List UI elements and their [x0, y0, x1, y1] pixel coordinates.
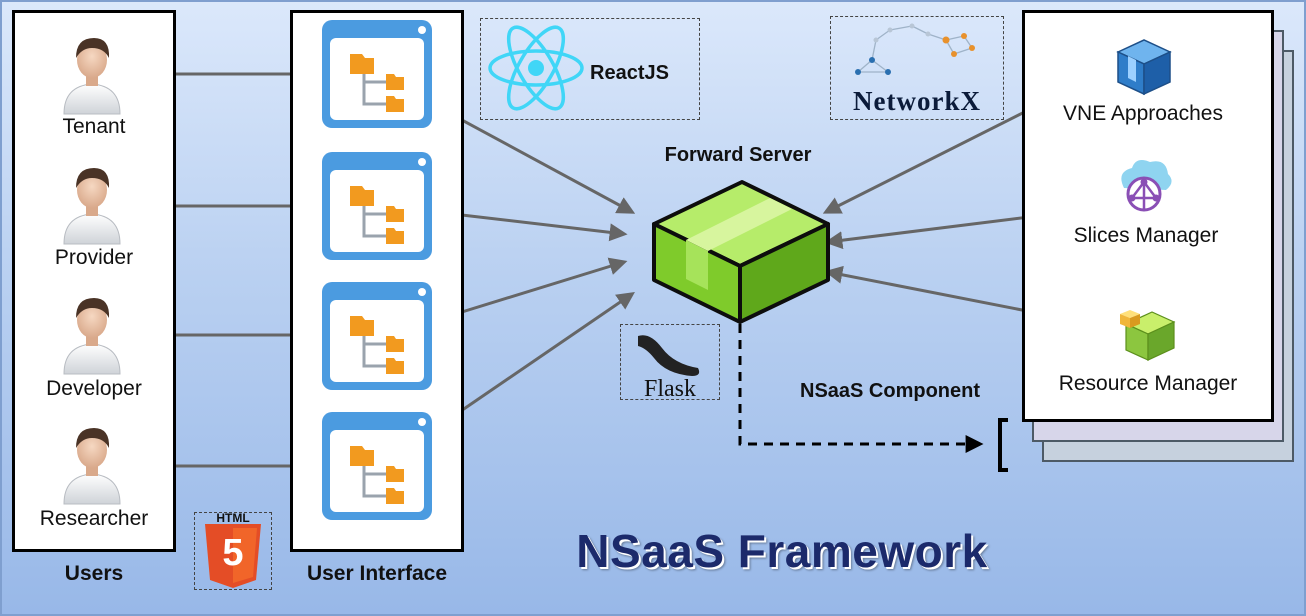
component-panel — [1022, 10, 1274, 422]
user-label-researcher: Researcher — [39, 507, 149, 530]
component-heading: NSaaS Component — [800, 380, 981, 402]
react-label: ReactJS — [590, 62, 669, 84]
arrow-ui4-server — [433, 291, 635, 431]
arrow-ui1-server — [432, 104, 636, 214]
ui-panel — [290, 10, 464, 552]
user-label-provider: Provider — [54, 246, 134, 269]
component-label-vne: VNE Approaches — [1063, 102, 1223, 125]
arrow-ui2-server — [432, 204, 628, 242]
react-logo-box — [480, 18, 700, 120]
forward-server-label: Forward Server — [664, 144, 812, 166]
flask-label: Flask — [643, 376, 696, 402]
users-heading: Users — [64, 562, 124, 585]
users-panel — [12, 10, 176, 552]
html-logo-text: HTML — [216, 511, 250, 525]
html5-logo-box — [194, 512, 272, 590]
arrow-server-component-dashed — [738, 324, 984, 453]
networkx-label: NetworkX — [853, 86, 981, 116]
framework-title: NSaaS Framework — [576, 525, 988, 577]
ui-heading: User Interface — [306, 562, 448, 585]
arrow-ui3-server — [432, 257, 628, 325]
component-label-resource: Resource Manager — [1058, 372, 1238, 395]
user-label-tenant: Tenant — [62, 115, 126, 138]
user-label-developer: Developer — [46, 377, 142, 400]
networkx-logo-box — [830, 16, 1004, 120]
component-label-slices: Slices Manager — [1073, 224, 1219, 247]
html-version-text: 5 — [222, 532, 244, 574]
flask-logo-box — [620, 324, 720, 400]
component-bracket — [998, 418, 1008, 472]
